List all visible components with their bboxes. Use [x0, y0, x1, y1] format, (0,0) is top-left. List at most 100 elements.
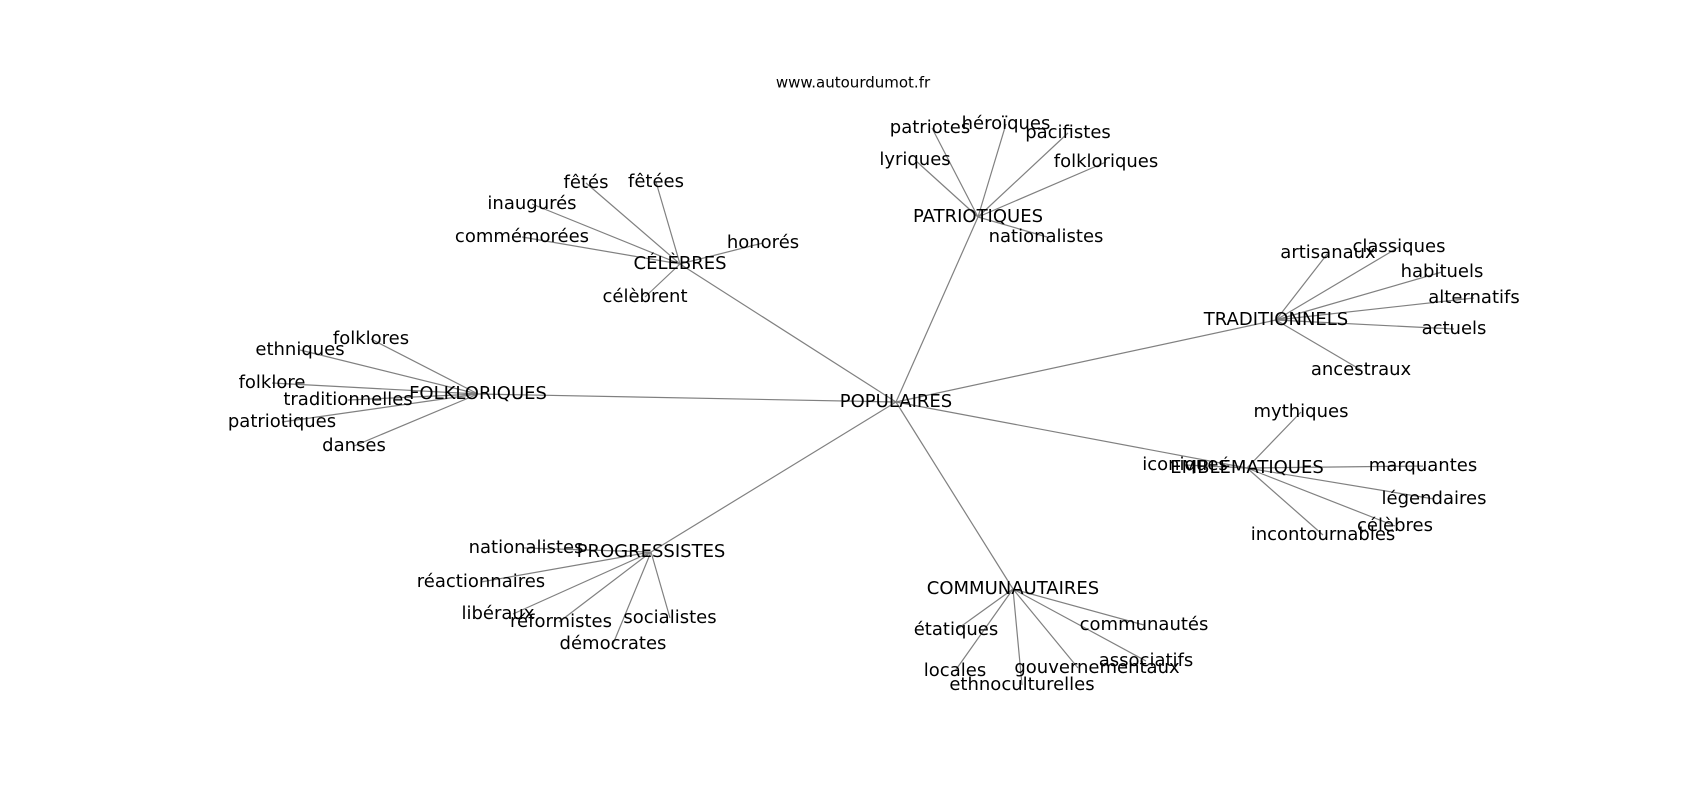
- site-label: www.autourdumot.fr: [776, 74, 931, 92]
- leaf-node-progressistes-reformistes: réformistes: [510, 611, 612, 632]
- edge-progressistes-liberaux: [512, 551, 652, 615]
- leaf-node-patriotiques-folkloriques: folkloriques: [1054, 151, 1158, 172]
- group-node-folkloriques: FOLKLORIQUES: [409, 383, 547, 404]
- leaf-node-communautaires-ethnoculturelles: ethnoculturelles: [949, 674, 1094, 695]
- leaf-node-progressistes-democrates: démocrates: [560, 633, 667, 654]
- leaf-node-celebres-celebrent: célèbrent: [602, 286, 687, 307]
- edge-traditionnels-ancestraux: [1275, 319, 1362, 371]
- edge-communautaires-ethnoculturelles: [1012, 588, 1023, 686]
- edge-celebres-celebrent: [644, 263, 681, 298]
- leaf-node-folkloriques-ethniques: ethniques: [255, 339, 344, 360]
- edge-root-folkloriques: [477, 393, 897, 403]
- edge-celebres-honores: [679, 242, 764, 265]
- leaf-node-emblematiques-celebres: célèbres: [1357, 515, 1433, 536]
- edge-emblematiques-marquantes: [1246, 465, 1424, 469]
- leaf-node-traditionnels-habituels: habituels: [1401, 261, 1484, 282]
- leaf-node-patriotiques-nationalistes: nationalistes: [989, 226, 1104, 247]
- edge-root-traditionnels: [895, 319, 1277, 403]
- edge-progressistes-reactionnaires: [480, 551, 652, 583]
- leaf-node-progressistes-liberaux: libéraux: [462, 603, 535, 624]
- group-node-celebres: CÉLÈBRES: [634, 252, 727, 274]
- edge-celebres-fetes: [585, 182, 681, 265]
- edge-folkloriques-folklore: [271, 382, 479, 395]
- leaf-node-celebres-fetees: fêtées: [628, 171, 684, 192]
- edge-traditionnels-artisanaux: [1275, 252, 1329, 321]
- leaf-node-emblematiques-iconiques: iconiques: [1142, 454, 1228, 475]
- leaf-node-folkloriques-danses: danses: [322, 435, 386, 456]
- group-node-progressistes: PROGRESSISTES: [577, 541, 726, 562]
- leaf-node-communautaires-associatifs: associatifs: [1099, 650, 1194, 671]
- labels-layer: www.autourdumot.fr patrioteshéroïquespac…: [228, 74, 1520, 696]
- edge-communautaires-etatiques: [955, 588, 1014, 631]
- leaf-node-emblematiques-incontournables: incontournables: [1251, 524, 1396, 545]
- edge-emblematiques-iconiques: [1184, 464, 1248, 469]
- leaf-node-traditionnels-classiques: classiques: [1353, 236, 1446, 257]
- leaf-node-emblematiques-mythiques: mythiques: [1254, 401, 1349, 422]
- group-node-emblematiques: EMBLÉMATIQUES: [1170, 456, 1324, 478]
- edge-progressistes-socialistes: [650, 551, 671, 619]
- group-node-communautaires: COMMUNAUTAIRES: [927, 578, 1099, 599]
- leaf-node-patriotiques-patriotes: patriotes: [890, 117, 970, 138]
- leaf-node-traditionnels-artisanaux: artisanaux: [1280, 242, 1376, 263]
- edge-patriotiques-patriotes: [931, 127, 979, 218]
- edge-patriotiques-nationalistes: [977, 216, 1048, 238]
- edge-root-celebres: [679, 263, 897, 403]
- edges-layer: [271, 123, 1475, 686]
- edge-root-emblematiques: [895, 401, 1248, 469]
- group-node-traditionnels: TRADITIONNELS: [1203, 309, 1348, 330]
- edge-folkloriques-patriotiques: [281, 393, 479, 423]
- edge-traditionnels-actuels: [1275, 319, 1455, 330]
- edge-traditionnels-habituels: [1275, 271, 1443, 321]
- edge-celebres-inaugures: [531, 203, 681, 265]
- leaf-node-celebres-inaugures: inaugurés: [487, 193, 576, 214]
- edge-folkloriques-ethniques: [299, 349, 479, 395]
- edge-progressistes-democrates: [612, 551, 652, 645]
- edge-folkloriques-traditionnelles: [347, 393, 479, 401]
- edge-communautaires-locales: [954, 588, 1014, 672]
- edge-patriotiques-pacifistes: [977, 132, 1069, 218]
- edge-root-communautaires: [895, 401, 1014, 590]
- edge-celebres-commemorees: [521, 236, 681, 265]
- leaf-node-emblematiques-marquantes: marquantes: [1369, 455, 1477, 476]
- leaf-node-patriotiques-pacifistes: pacifistes: [1025, 122, 1111, 143]
- leaf-node-celebres-commemorees: commémorées: [455, 226, 589, 247]
- edge-celebres-fetees: [655, 181, 681, 265]
- leaf-node-communautaires-gouvernementaux: gouvernementaux: [1014, 657, 1180, 678]
- leaf-node-folkloriques-traditionnelles: traditionnelles: [283, 389, 412, 410]
- edge-traditionnels-alternatifs: [1275, 297, 1475, 321]
- edge-patriotiques-heroiques: [977, 123, 1007, 218]
- leaf-node-communautaires-communautes: communautés: [1080, 614, 1209, 635]
- edge-progressistes-nationalistes: [523, 547, 652, 553]
- edge-emblematiques-incontournables: [1246, 467, 1324, 536]
- leaf-node-folkloriques-folklore: folklore: [239, 372, 306, 393]
- leaf-node-patriotiques-lyriques: lyriques: [879, 149, 950, 170]
- edge-communautaires-gouvernementaux: [1012, 588, 1079, 669]
- edge-traditionnels-classiques: [1275, 246, 1400, 321]
- edge-emblematiques-mythiques: [1246, 411, 1302, 469]
- edge-emblematiques-legendaires: [1246, 467, 1435, 500]
- leaf-node-progressistes-nationalistes: nationalistes: [469, 537, 584, 558]
- edge-patriotiques-lyriques: [914, 159, 979, 218]
- edge-root-progressistes: [650, 401, 897, 553]
- leaf-node-celebres-honores: honorés: [727, 232, 799, 253]
- edge-communautaires-communautes: [1012, 588, 1145, 626]
- leaf-node-emblematiques-legendaires: légendaires: [1382, 488, 1487, 509]
- leaf-node-traditionnels-ancestraux: ancestraux: [1311, 359, 1412, 380]
- edge-folkloriques-folklores: [370, 338, 479, 395]
- root-node: POPULAIRES: [840, 391, 952, 412]
- edge-progressistes-reformistes: [558, 551, 652, 623]
- leaf-node-traditionnels-actuels: actuels: [1422, 318, 1487, 339]
- leaf-node-celebres-fetes: fêtés: [564, 172, 609, 193]
- leaf-node-communautaires-etatiques: étatiques: [914, 619, 999, 640]
- leaf-node-progressistes-socialistes: socialistes: [623, 607, 716, 628]
- leaf-node-patriotiques-heroiques: héroïques: [962, 113, 1051, 134]
- edge-root-patriotiques: [895, 216, 979, 403]
- leaf-node-progressistes-reactionnaires: réactionnaires: [417, 571, 545, 592]
- leaf-node-folkloriques-folklores: folklores: [333, 328, 409, 349]
- edge-folkloriques-danses: [353, 393, 479, 447]
- edge-patriotiques-folkloriques: [977, 161, 1107, 218]
- edge-emblematiques-celebres: [1246, 467, 1396, 527]
- group-node-patriotiques: PATRIOTIQUES: [913, 206, 1043, 227]
- leaf-node-communautaires-locales: locales: [924, 660, 986, 681]
